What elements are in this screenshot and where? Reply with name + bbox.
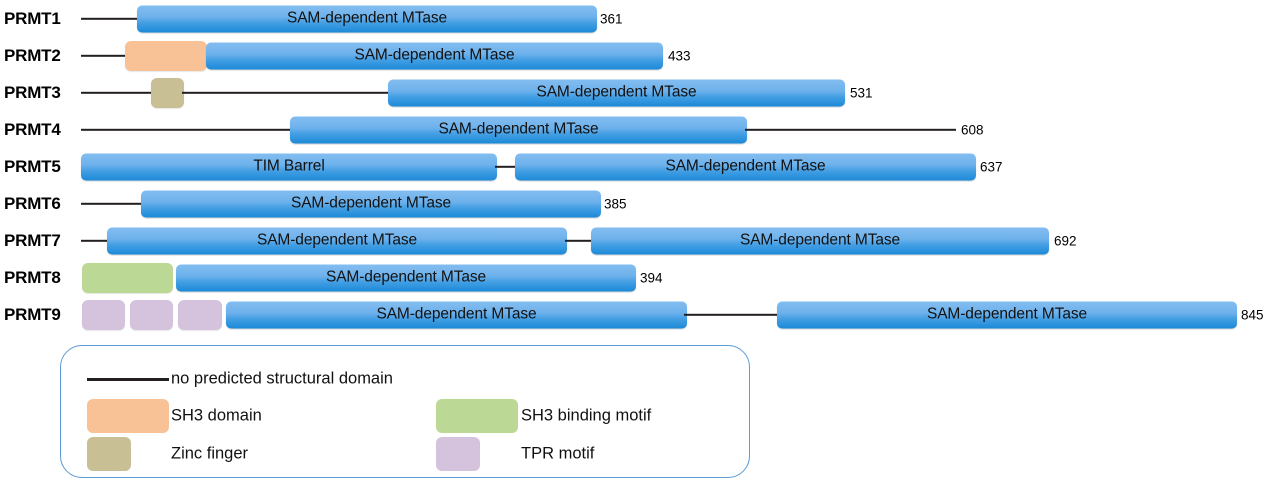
domain-bar-label: SAM-dependent MTase xyxy=(739,231,901,249)
domain-bar-label: SAM-dependent MTase xyxy=(536,83,697,101)
protein-name-label: PRMT3 xyxy=(4,82,61,102)
protein-length-label: 845 xyxy=(1241,307,1264,322)
domain-bar: SAM-dependent MTase xyxy=(206,42,663,69)
no-domain-linker xyxy=(81,128,292,131)
domain-bar-label: SAM-dependent MTase xyxy=(256,231,418,249)
domain-bar: TIM Barrel xyxy=(81,153,497,180)
no-domain-linker xyxy=(81,17,139,20)
domain-bar-label: SAM-dependent MTase xyxy=(290,194,452,212)
protein-length-label: 531 xyxy=(850,85,873,100)
no-domain-linker xyxy=(745,128,956,131)
domain-bar-label: SAM-dependent MTase xyxy=(286,9,448,27)
no-domain-linker xyxy=(684,313,779,316)
protein-length-label: 692 xyxy=(1054,233,1077,248)
no-domain-linker xyxy=(565,239,593,242)
domain-bar: SAM-dependent MTase xyxy=(176,264,636,291)
no-domain-linker xyxy=(81,91,153,94)
motif-box-tpr xyxy=(130,299,173,330)
domain-bar: SAM-dependent MTase xyxy=(290,116,747,143)
domain-bar-label: SAM-dependent MTase xyxy=(354,46,515,64)
legend-swatch-zinc xyxy=(87,437,131,471)
no-domain-linker xyxy=(81,54,127,57)
legend-swatch-sh3b xyxy=(436,399,518,433)
domain-bar: SAM-dependent MTase xyxy=(591,227,1049,254)
legend-label: no predicted structural domain xyxy=(171,369,393,388)
motif-box-sh3 xyxy=(125,40,207,71)
domain-bar: SAM-dependent MTase xyxy=(137,5,597,32)
protein-name-label: PRMT9 xyxy=(4,304,61,324)
domain-bar-label: SAM-dependent MTase xyxy=(665,157,826,175)
legend-label: TPR motif xyxy=(521,444,595,463)
domain-bar-label: SAM-dependent MTase xyxy=(926,305,1088,323)
protein-row: PRMT4 SAM-dependent MTase 608 xyxy=(0,111,1268,148)
motif-box-zinc xyxy=(151,77,184,108)
protein-name-label: PRMT1 xyxy=(4,8,61,28)
protein-row: PRMT1 SAM-dependent MTase 361 xyxy=(0,0,1268,37)
protein-row: PRMT2 SAM-dependent MTase 433 xyxy=(0,37,1268,74)
protein-length-label: 433 xyxy=(668,48,691,63)
domain-bar: SAM-dependent MTase xyxy=(388,79,845,106)
domain-bar-label: SAM-dependent MTase xyxy=(376,305,537,323)
domain-bar: SAM-dependent MTase xyxy=(777,301,1237,328)
domain-bar-label: SAM-dependent MTase xyxy=(438,120,599,138)
protein-row: PRMT8 SAM-dependent MTase 394 xyxy=(0,259,1268,296)
protein-name-label: PRMT2 xyxy=(4,45,61,65)
motif-box-tpr xyxy=(82,299,125,330)
domain-bar-label: TIM Barrel xyxy=(253,157,325,175)
protein-name-label: PRMT5 xyxy=(4,156,61,176)
protein-row: PRMT6 SAM-dependent MTase 385 xyxy=(0,185,1268,222)
protein-name-label: PRMT6 xyxy=(4,193,61,213)
legend-swatch-sh3 xyxy=(87,399,169,433)
legend-label: SH3 binding motif xyxy=(521,406,652,425)
protein-length-label: 608 xyxy=(961,122,984,137)
protein-length-label: 637 xyxy=(980,159,1003,174)
protein-row: PRMT5 TIM Barrel SAM-dependent MTase 637 xyxy=(0,148,1268,185)
protein-name-label: PRMT7 xyxy=(4,230,61,250)
legend-swatch-line xyxy=(87,378,169,381)
domain-bar: SAM-dependent MTase xyxy=(107,227,567,254)
protein-length-label: 385 xyxy=(604,196,627,211)
no-domain-linker xyxy=(182,91,390,94)
protein-length-label: 394 xyxy=(640,270,663,285)
protein-row: PRMT9 SAM-dependent MTase SAM-dependent MT… xyxy=(0,296,1268,333)
legend-swatch-tpr xyxy=(436,437,480,471)
motif-box-sh3b xyxy=(82,262,173,293)
domain-bar: SAM-dependent MTase xyxy=(141,190,601,217)
domain-bar: SAM-dependent MTase xyxy=(515,153,976,180)
legend-label: SH3 domain xyxy=(171,406,262,425)
protein-length-label: 361 xyxy=(600,11,623,26)
protein-row: PRMT7 SAM-dependent MTase SAM-dependent MT… xyxy=(0,222,1268,259)
domain-bar: SAM-dependent MTase xyxy=(226,301,687,328)
legend-label: Zinc finger xyxy=(171,444,249,463)
protein-name-label: PRMT8 xyxy=(4,267,61,287)
motif-box-tpr xyxy=(178,299,222,330)
protein-name-label: PRMT4 xyxy=(4,119,61,139)
protein-row: PRMT3 SAM-dependent MTase 531 xyxy=(0,74,1268,111)
no-domain-linker xyxy=(495,165,517,168)
domain-bar-label: SAM-dependent MTase xyxy=(325,268,487,286)
no-domain-linker xyxy=(81,239,109,242)
no-domain-linker xyxy=(81,202,143,205)
